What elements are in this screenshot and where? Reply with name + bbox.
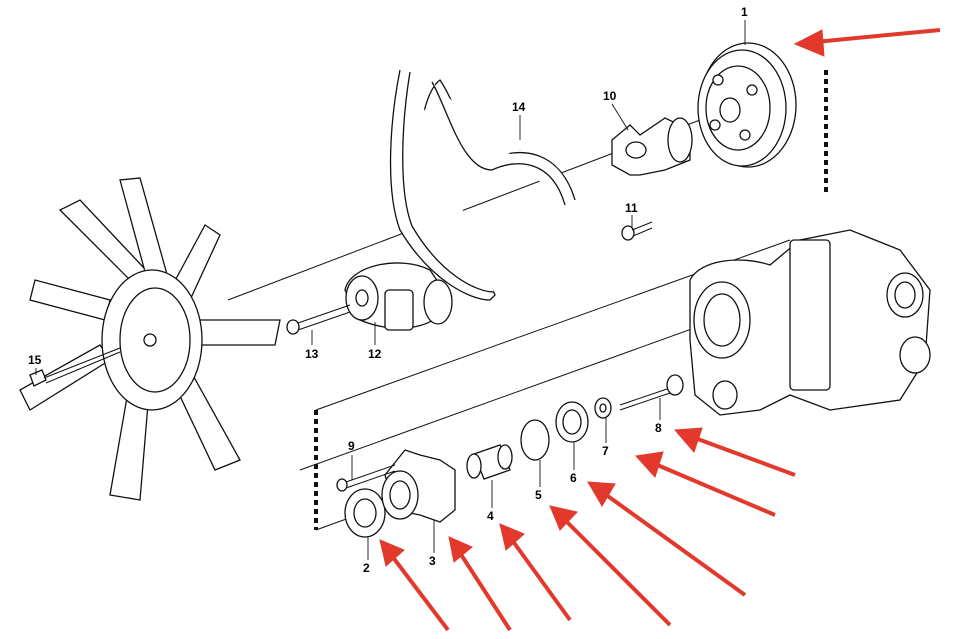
- cooling-fan: [19, 177, 281, 501]
- label-12: 12: [368, 347, 382, 361]
- label-2: 2: [363, 561, 370, 575]
- label-6: 6: [570, 471, 577, 485]
- bolt-11: [621, 221, 653, 241]
- arrow-to-part-4: [499, 523, 572, 622]
- label-3: 3: [429, 554, 436, 568]
- bearing-housing-3: [381, 449, 456, 523]
- circlip-5: [520, 419, 550, 461]
- leader-lines: [35, 20, 746, 560]
- arrow-to-part-1: [793, 28, 941, 57]
- belt-tensioner: [344, 262, 453, 331]
- label-9: 9: [348, 439, 355, 453]
- label-15: 15: [28, 353, 42, 367]
- arrow-to-part-7: [635, 451, 776, 517]
- highlight-arrows: [379, 28, 941, 632]
- arrow-to-part-2: [379, 539, 450, 632]
- label-14: 14: [512, 100, 526, 114]
- label-4: 4: [487, 509, 494, 523]
- label-13: 13: [305, 347, 319, 361]
- water-pump-pulley: [697, 42, 797, 168]
- label-7: 7: [602, 444, 609, 458]
- label-8: 8: [655, 421, 662, 435]
- arrow-to-part-6: [587, 481, 747, 597]
- washer-7: [594, 397, 612, 419]
- label-11: 11: [625, 201, 638, 215]
- arrow-to-part-8: [673, 427, 796, 477]
- bolt-8: [619, 374, 684, 411]
- poly-v-belt: [389, 69, 576, 301]
- pulley-hub: [611, 117, 693, 176]
- label-10: 10: [603, 89, 617, 103]
- spacer-sleeve-4: [466, 444, 513, 480]
- bolt-15: [29, 347, 121, 387]
- water-pump-housing: [689, 229, 931, 416]
- label-1: 1: [741, 5, 748, 19]
- bolt-13: [286, 304, 351, 335]
- arrow-to-part-3: [448, 536, 512, 632]
- bearing-6: [555, 401, 589, 443]
- label-5: 5: [535, 488, 542, 502]
- bolt-9: [336, 464, 396, 492]
- arrow-to-part-5: [549, 505, 672, 627]
- bearing-2: [344, 488, 386, 538]
- callout-labels: 1 2 3 4 5 6 7 8 9 10 11 12 13 14 15: [28, 5, 748, 575]
